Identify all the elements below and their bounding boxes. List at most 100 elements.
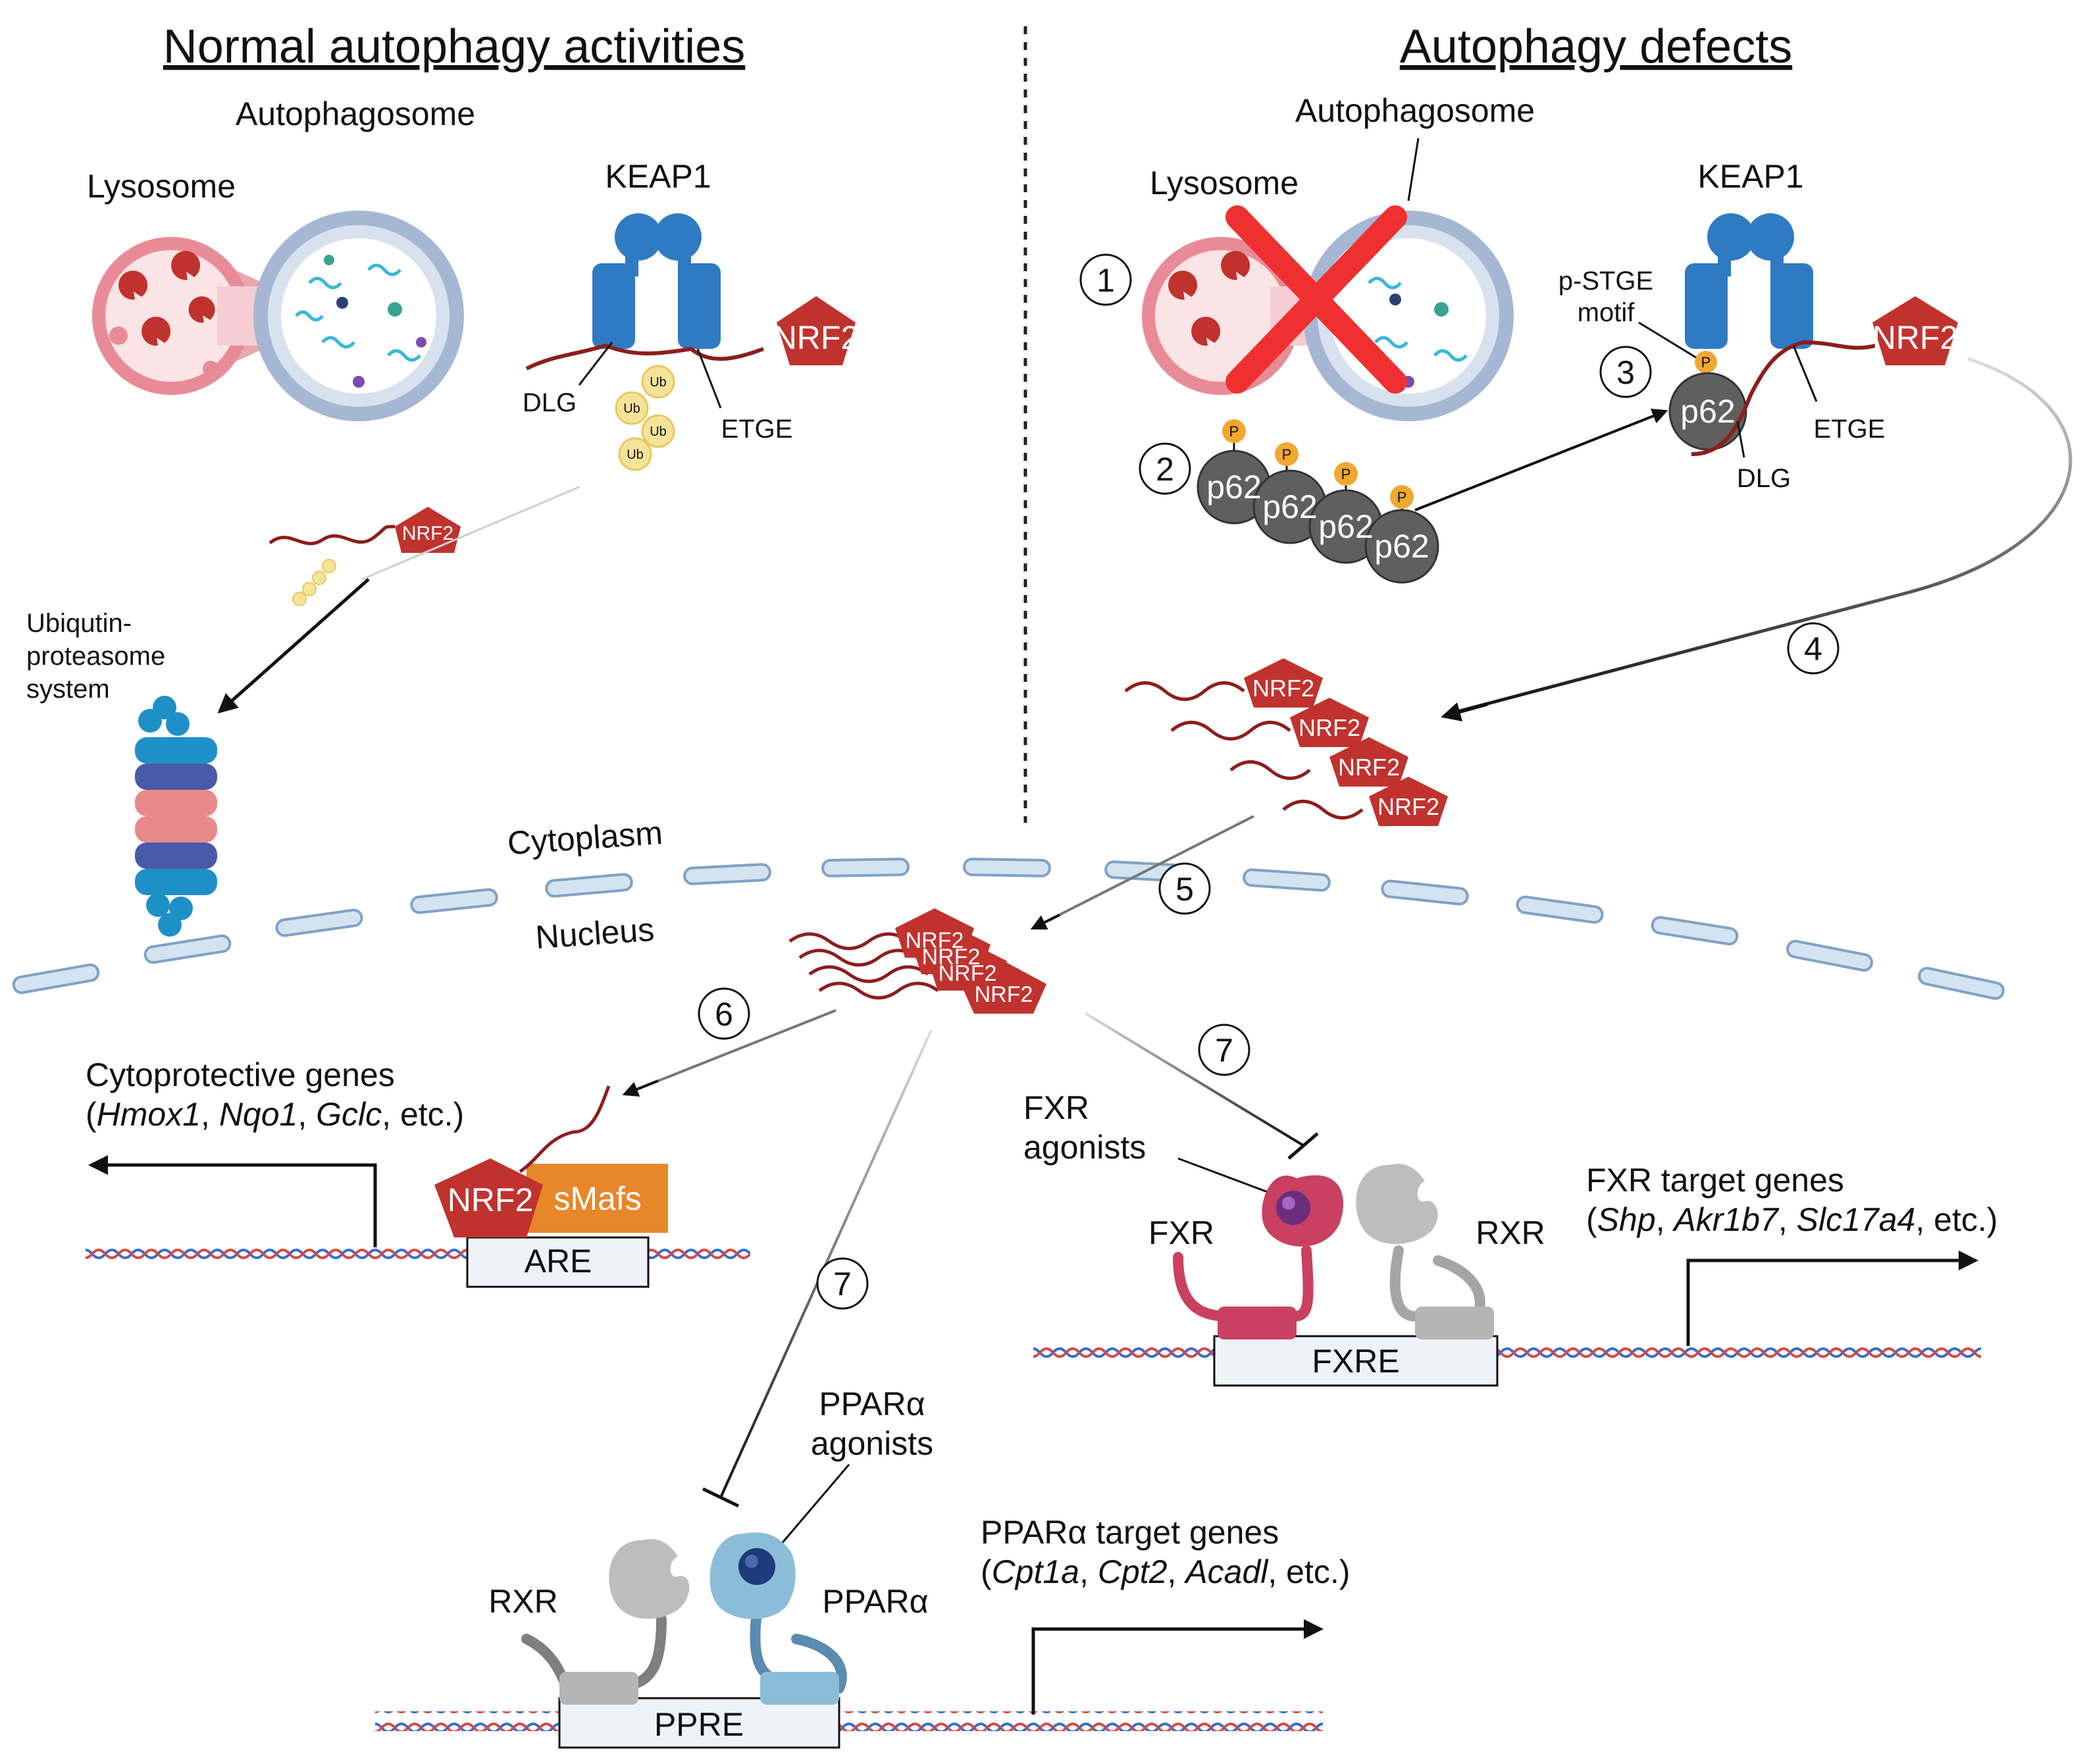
left-autophagosome-label: Autophagosome bbox=[236, 95, 475, 132]
fxr-genes-list: (Shp, Akr1b7, Slc17a4, etc.) bbox=[1586, 1201, 1997, 1238]
left-etge-leader bbox=[696, 348, 722, 409]
step-7-ppar-badge bbox=[816, 1257, 869, 1310]
right-keap1-dimer bbox=[1685, 213, 1813, 349]
accumulated-nrf2-cluster bbox=[1124, 658, 1448, 826]
right-panel-title: Autophagy defects bbox=[1400, 20, 1792, 73]
right-nrf2-pentagon bbox=[1872, 296, 1958, 365]
right-nrf2-label: NRF2 bbox=[1872, 319, 1959, 356]
ppar-inhibition-bar bbox=[702, 1487, 740, 1508]
step-6-label: 6 bbox=[715, 996, 733, 1033]
fxr-agonists-label-line2: agonists bbox=[1023, 1129, 1146, 1166]
fxr-rxr-heterodimer bbox=[1173, 1164, 1494, 1339]
right-dlg-leader bbox=[1736, 421, 1745, 458]
left-lysosome-label: Lysosome bbox=[87, 168, 236, 205]
free-nrf2-pentagon bbox=[395, 507, 461, 553]
p62-phospho-label-3: P bbox=[1341, 466, 1351, 482]
accum-nrf2-label-4: NRF2 bbox=[1377, 793, 1439, 820]
step-7-ppar-label: 7 bbox=[833, 1266, 852, 1303]
ppar-transcription-arrow bbox=[1031, 1619, 1324, 1715]
nuclear-envelope bbox=[12, 858, 2005, 1000]
keap1-bound-phospho bbox=[1695, 351, 1717, 373]
nuclear-nrf2-stack bbox=[788, 908, 1046, 1014]
accum-nrf2-label-3: NRF2 bbox=[1338, 754, 1400, 781]
step-1-badge bbox=[1079, 253, 1132, 306]
left-ub-label-1: Ub bbox=[650, 375, 667, 390]
are-genes-title: Cytoprotective genes bbox=[86, 1056, 395, 1093]
ups-label-line1: Ubiqutin- bbox=[26, 609, 132, 638]
nuclear-import-arrowhead bbox=[1030, 914, 1060, 930]
fxre-element-label: FXRE bbox=[1312, 1343, 1399, 1380]
ups-label-line3: system bbox=[26, 675, 110, 704]
p62-phospho-label-2: P bbox=[1282, 446, 1292, 463]
right-etge-label: ETGE bbox=[1814, 415, 1886, 444]
left-autolysosome bbox=[92, 211, 464, 421]
p62-label-1: p62 bbox=[1206, 469, 1261, 506]
left-ubiquitin-chain bbox=[615, 365, 675, 471]
pstge-label-line2: motif bbox=[1578, 298, 1635, 327]
ppre-element-box bbox=[558, 1697, 840, 1749]
fxr-partner-label: RXR bbox=[1476, 1214, 1545, 1251]
fxr-genes-title: FXR target genes bbox=[1586, 1162, 1844, 1199]
fxr-inhibition-bar bbox=[1287, 1132, 1319, 1160]
step-4-badge bbox=[1787, 622, 1840, 675]
ppar-partner-label: RXR bbox=[488, 1583, 558, 1620]
nuclear-nrf2-label-1: NRF2 bbox=[906, 928, 964, 953]
are-transcription-arrow bbox=[88, 1155, 377, 1247]
step-1-label: 1 bbox=[1096, 262, 1115, 299]
blocked-fusion-cross-icon bbox=[1225, 205, 1407, 394]
are-element-box bbox=[466, 1236, 650, 1288]
right-autophagosome-leader bbox=[1407, 138, 1420, 201]
p62-phospho-label-1: P bbox=[1229, 423, 1239, 440]
step-2-label: 2 bbox=[1156, 451, 1174, 488]
p62-phospho-label-4: P bbox=[1397, 489, 1407, 506]
smafs-box bbox=[527, 1164, 668, 1233]
keap1-bound-phospho-label: P bbox=[1701, 354, 1711, 371]
right-nrf2-chain bbox=[1691, 340, 1876, 456]
p62-label-3: p62 bbox=[1318, 508, 1373, 545]
ppre-element-label: PPRE bbox=[654, 1706, 744, 1743]
nrf2-release-curve bbox=[1447, 357, 2072, 716]
right-autophagosome-label: Autophagosome bbox=[1295, 92, 1535, 129]
are-genes-list: (Hmox1, Nqo1, Gclc, etc.) bbox=[86, 1096, 464, 1133]
accum-nrf2-label-1: NRF2 bbox=[1252, 675, 1314, 702]
fxr-receptor-label: FXR bbox=[1148, 1214, 1214, 1251]
left-keap1-dimer bbox=[592, 213, 721, 349]
p62-label-4: p62 bbox=[1374, 528, 1429, 565]
right-etge-leader bbox=[1792, 345, 1818, 402]
step-6-badge bbox=[698, 987, 750, 1040]
nucleus-label: Nucleus bbox=[534, 911, 656, 956]
accum-nrf2-label-2: NRF2 bbox=[1299, 714, 1360, 741]
left-dlg-leader bbox=[578, 342, 613, 386]
step-7-fxr-badge bbox=[1198, 1024, 1250, 1076]
ppar-genes-list: (Cpt1a, Cpt2, Acadl, etc.) bbox=[981, 1553, 1350, 1590]
to-proteasome-arrow bbox=[217, 578, 370, 713]
step-5-label: 5 bbox=[1175, 871, 1194, 908]
ppar-genes-title: PPARα target genes bbox=[981, 1514, 1279, 1551]
fxr-agonists-label-line1: FXR bbox=[1023, 1089, 1089, 1126]
step-3-badge bbox=[1599, 346, 1652, 398]
fxre-element-box bbox=[1213, 1335, 1499, 1387]
nrf2-release-arrowhead bbox=[1441, 702, 1488, 722]
left-ub-label-4: Ub bbox=[627, 448, 644, 462]
degradation-connector bbox=[361, 486, 580, 581]
pstge-label-line1: p-STGE bbox=[1558, 267, 1653, 296]
ppar-agonist-leader bbox=[772, 1464, 850, 1554]
step-5-badge bbox=[1158, 862, 1211, 915]
free-nrf2-chain bbox=[269, 525, 396, 546]
nuclear-nrf2-label-2: NRF2 bbox=[922, 945, 981, 970]
ppar-agonists-label-line1: PPARα bbox=[819, 1386, 925, 1422]
left-keap1-label: KEAP1 bbox=[605, 158, 711, 195]
are-nrf2-label: NRF2 bbox=[448, 1181, 534, 1218]
pstge-leader bbox=[1638, 321, 1699, 360]
left-nrf2-chain bbox=[525, 343, 765, 371]
fxr-agonist-leader bbox=[1177, 1157, 1284, 1199]
p62-to-keap1-arrow bbox=[1414, 408, 1668, 511]
left-nrf2-pentagon bbox=[777, 296, 856, 365]
fxr-transcription-arrow bbox=[1686, 1251, 1978, 1346]
are-nrf2-chain bbox=[519, 1085, 611, 1174]
free-nrf2-ub-chain bbox=[292, 559, 336, 606]
are-dna-strand bbox=[86, 1244, 750, 1264]
step-7-fxr-label: 7 bbox=[1215, 1032, 1233, 1069]
left-panel-title: Normal autophagy activities bbox=[163, 20, 745, 73]
